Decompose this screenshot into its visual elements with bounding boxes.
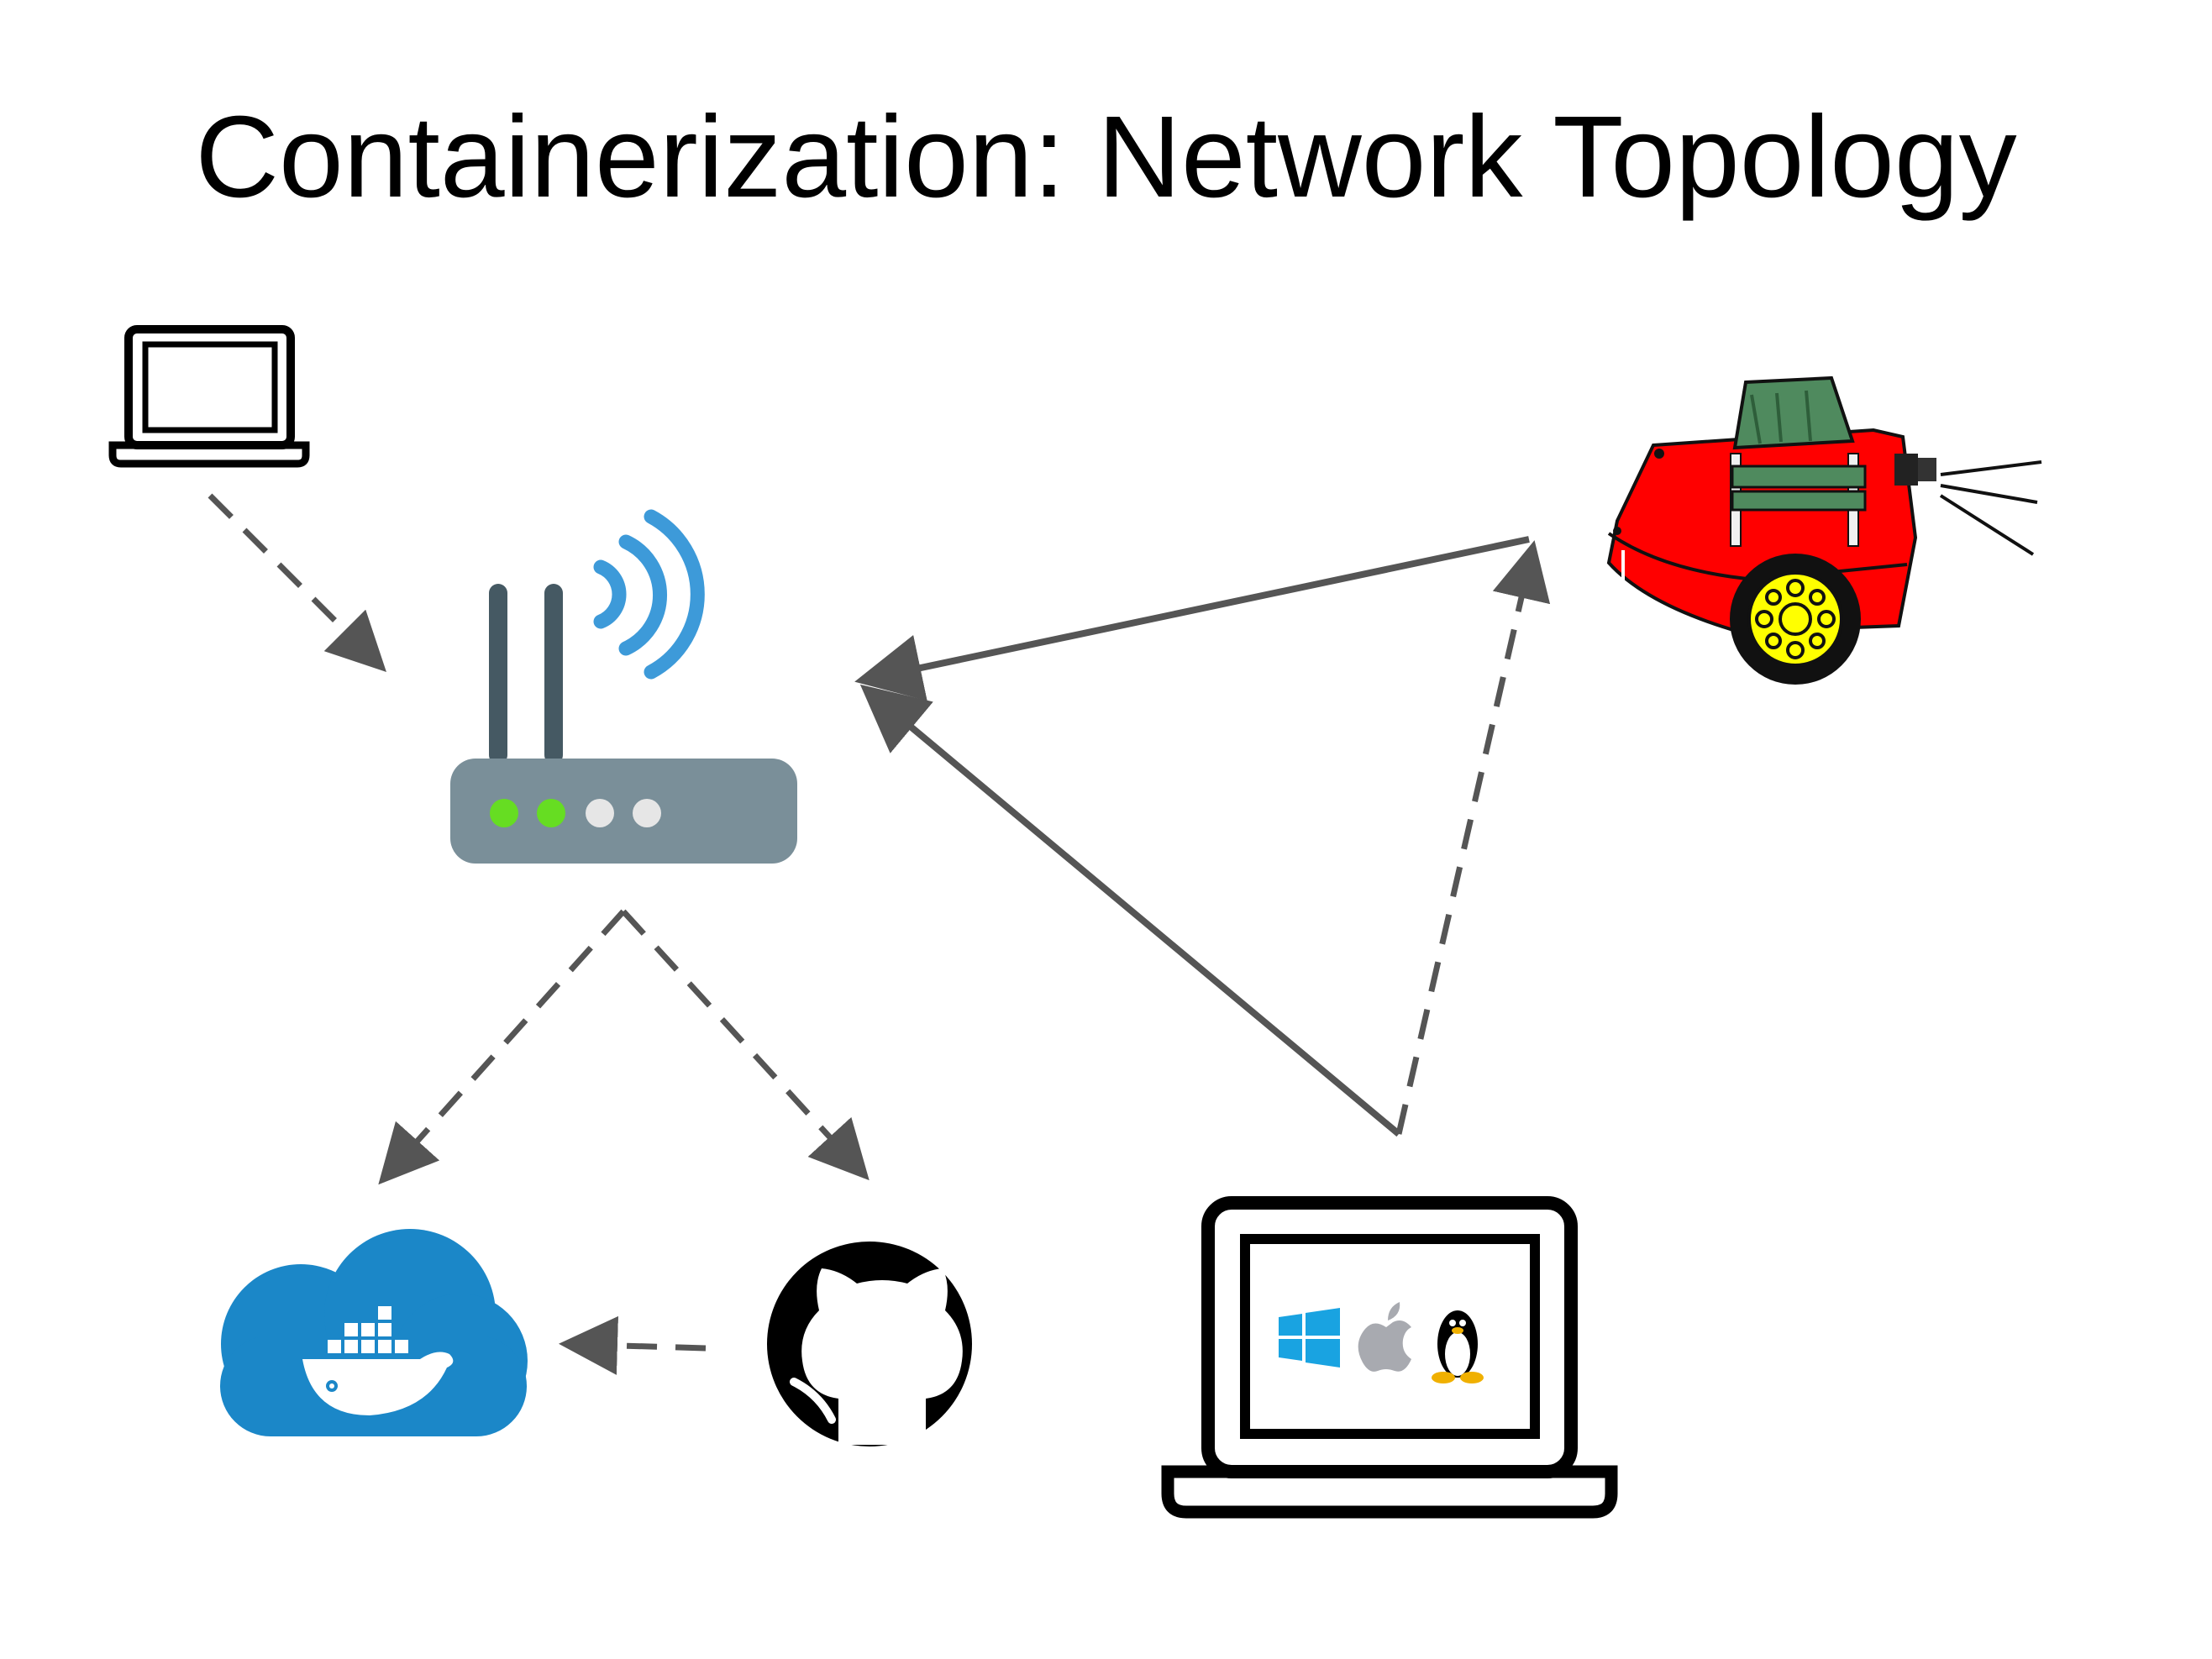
edge-github-to-docker-cloud — [559, 1315, 707, 1375]
docker-whale-icon — [302, 1306, 454, 1415]
edge-robot-to-router — [854, 536, 1530, 701]
windows-icon — [1279, 1308, 1340, 1368]
router-antenna-right — [544, 584, 563, 764]
edges — [208, 493, 1551, 1375]
docker-cloud-node — [220, 1229, 528, 1436]
wifi-router-node — [450, 509, 797, 864]
wifi-router-icon — [450, 509, 797, 864]
laptop-icon — [1161, 1196, 1618, 1519]
wifi-signal-icon — [593, 509, 705, 680]
docker-cloud-icon — [220, 1229, 528, 1436]
multi-os-laptop-node — [1161, 1196, 1618, 1519]
router-led-4 — [633, 799, 661, 827]
edge-multi-os-laptop-to-router — [859, 684, 1401, 1137]
edge-multi-os-laptop-to-robot — [1395, 540, 1551, 1135]
laptop-icon — [108, 325, 310, 468]
router-led-2 — [537, 799, 565, 827]
slide-title: Containerization: Network Topology — [195, 92, 2017, 222]
router-led-3 — [586, 799, 614, 827]
robot-node — [1606, 375, 2042, 685]
github-icon — [767, 1242, 972, 1446]
linux-tux-icon — [1432, 1310, 1484, 1383]
router-antenna-left — [489, 584, 507, 764]
apple-icon — [1358, 1302, 1411, 1372]
edge-router-to-github — [621, 909, 870, 1181]
github-node — [767, 1242, 972, 1446]
dev-laptop-node — [108, 325, 310, 468]
edge-dev-laptop-to-router — [208, 493, 386, 672]
robot-icon — [1606, 375, 2042, 685]
router-body — [450, 759, 797, 864]
router-led-1 — [490, 799, 518, 827]
edge-router-to-docker-cloud — [378, 909, 626, 1185]
